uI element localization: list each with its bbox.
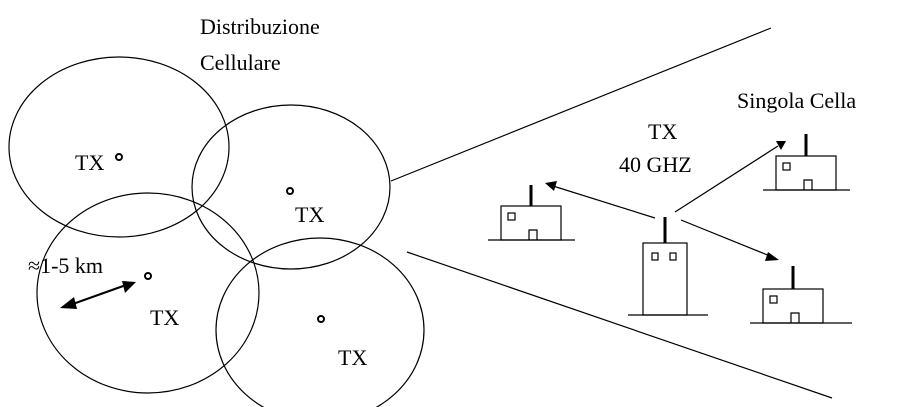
tx-frequency-line-2: 40 GHZ <box>619 152 692 177</box>
tx-frequency-line-1: TX <box>648 119 677 144</box>
house-icon <box>488 185 575 241</box>
transmitter-dot <box>317 315 325 323</box>
zoom-line-lower <box>406 251 833 399</box>
tx-label: TX <box>338 345 367 370</box>
cell-circle-bottom-left <box>36 192 260 394</box>
title-line-1: Distribuzione <box>200 14 320 39</box>
transmitter-dot <box>286 187 294 195</box>
link-arrow-left <box>545 181 656 219</box>
distance-label: ≈1-5 km <box>28 253 103 278</box>
house-icon <box>750 266 852 324</box>
distance-arrow <box>60 281 136 309</box>
link-arrow-top-right <box>674 141 786 213</box>
house-icon <box>763 134 850 191</box>
tx-label: TX <box>150 305 179 330</box>
transmitter-dot <box>115 153 123 161</box>
tower-building-icon <box>628 217 708 316</box>
tx-label: TX <box>295 202 324 227</box>
single-cell-title: Singola Cella <box>737 88 856 113</box>
cell-circle-top-left <box>8 56 230 238</box>
transmitter-dot <box>144 272 152 280</box>
title-line-2: Cellulare <box>200 50 281 75</box>
link-arrow-bottom-right <box>680 219 779 261</box>
cell-circle-bottom-right <box>215 237 425 407</box>
tx-label: TX <box>75 150 104 175</box>
cell-circle-top-right <box>191 104 391 270</box>
zoom-line-upper <box>390 27 772 182</box>
